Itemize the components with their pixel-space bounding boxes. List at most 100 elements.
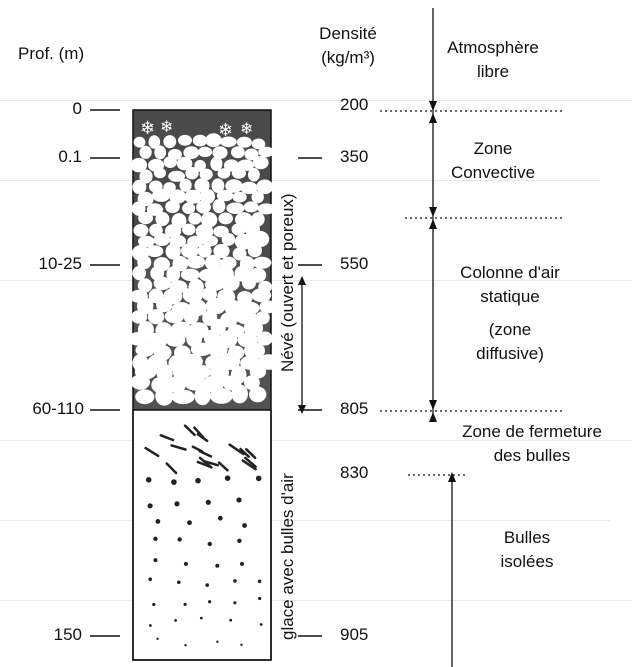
snow-grain (133, 224, 149, 237)
snow-grain (185, 167, 199, 180)
elongated-bubble (159, 434, 175, 442)
air-bubble (216, 640, 219, 643)
zone-atmosphere-line2: libre (476, 62, 510, 81)
snow-grain (153, 233, 170, 247)
air-bubble (155, 519, 161, 524)
snow-grain (183, 353, 203, 369)
ice-bubbles (144, 424, 263, 647)
snow-grain (216, 189, 234, 202)
snow-grain (165, 200, 180, 214)
zone-convective-line2: Convective (450, 163, 536, 182)
snow-grain (181, 243, 199, 259)
snow-grain (164, 309, 185, 324)
snow-grain (231, 223, 246, 236)
snow-grain (138, 212, 154, 225)
air-bubble (215, 563, 220, 568)
zone-diffusive-line1: (zone (488, 320, 532, 339)
density-label: 830 (340, 463, 369, 482)
snow-grain (138, 235, 155, 248)
snow-grain (153, 276, 171, 291)
snow-grain (165, 224, 182, 238)
snow-grain (137, 255, 152, 270)
snow-grain (163, 156, 177, 169)
snow-grain (197, 244, 212, 258)
snow-grain (252, 256, 272, 269)
snow-grain (259, 300, 277, 314)
snow-grain (194, 386, 211, 406)
arrow-head-down (429, 101, 437, 111)
snow-grains (127, 133, 280, 406)
snow-grain (163, 135, 177, 149)
elongated-bubble (170, 444, 187, 451)
air-bubble (183, 602, 187, 607)
snow-grain (251, 288, 272, 303)
snow-grain (200, 212, 218, 228)
snow-grain (130, 157, 148, 173)
ice-vertical-label: glace avec bulles d'air (278, 473, 297, 640)
snow-grain (188, 212, 202, 225)
zone-convective-line1: Zone (473, 139, 513, 158)
arrow-head-up (429, 219, 437, 229)
snow-grain (240, 181, 258, 195)
density-title-line1: Densité (319, 24, 377, 43)
snow-grain (176, 156, 193, 171)
snow-grain (166, 266, 181, 283)
snow-grain (251, 190, 264, 204)
snow-grain (132, 266, 146, 281)
arrow-head-up (429, 412, 437, 422)
snow-grain (135, 389, 155, 405)
air-bubble (149, 624, 152, 627)
snow-grain (137, 278, 153, 293)
snow-grain (196, 200, 211, 214)
snow-grain (232, 191, 247, 203)
snow-grain (236, 136, 252, 148)
air-bubble (240, 643, 243, 646)
snow-grain (202, 235, 218, 247)
snow-grain (243, 319, 264, 337)
snow-grain (244, 375, 260, 390)
air-bubble (229, 618, 233, 622)
air-bubble (205, 583, 209, 587)
air-bubble (224, 475, 231, 482)
snow-grain (258, 354, 280, 370)
snow-grain (168, 170, 186, 182)
snowflake-icon: ❄ (160, 119, 173, 136)
snow-grain (169, 189, 187, 204)
snow-grain (137, 297, 154, 315)
snow-grain (180, 268, 200, 281)
air-bubble (152, 602, 156, 607)
snowflake-icon: ❄ (218, 120, 233, 140)
snow-grain (242, 276, 256, 290)
air-bubble (153, 536, 158, 541)
snow-grain (127, 332, 149, 346)
density-title-line2: (kg/m³) (321, 48, 375, 67)
snow-grain (194, 159, 206, 172)
air-bubble (145, 477, 152, 483)
snow-grain (244, 342, 265, 360)
density-label: 805 (340, 399, 369, 418)
elongated-bubble (165, 462, 178, 475)
snow-grain (130, 374, 150, 390)
air-bubble (255, 475, 262, 482)
air-bubble (217, 515, 223, 521)
snow-grain (133, 136, 146, 148)
snow-grain (156, 297, 173, 313)
snow-grain (256, 179, 274, 195)
arrow-head-down (429, 207, 437, 217)
snow-grain (226, 202, 245, 214)
snow-grain (209, 388, 233, 404)
ice-column (132, 409, 272, 661)
snow-grain (258, 146, 274, 158)
air-bubble (183, 561, 188, 566)
snow-grain (244, 148, 259, 161)
snow-grain (212, 146, 228, 160)
snow-grain (147, 309, 165, 325)
snow-grain (213, 243, 230, 259)
air-bubble (174, 501, 180, 507)
elongated-bubble (196, 460, 212, 468)
density-label: 905 (340, 625, 369, 644)
snow-grain (205, 133, 222, 148)
zone-isolated-line1: Bulles (503, 528, 551, 547)
snow-grain (155, 386, 174, 406)
